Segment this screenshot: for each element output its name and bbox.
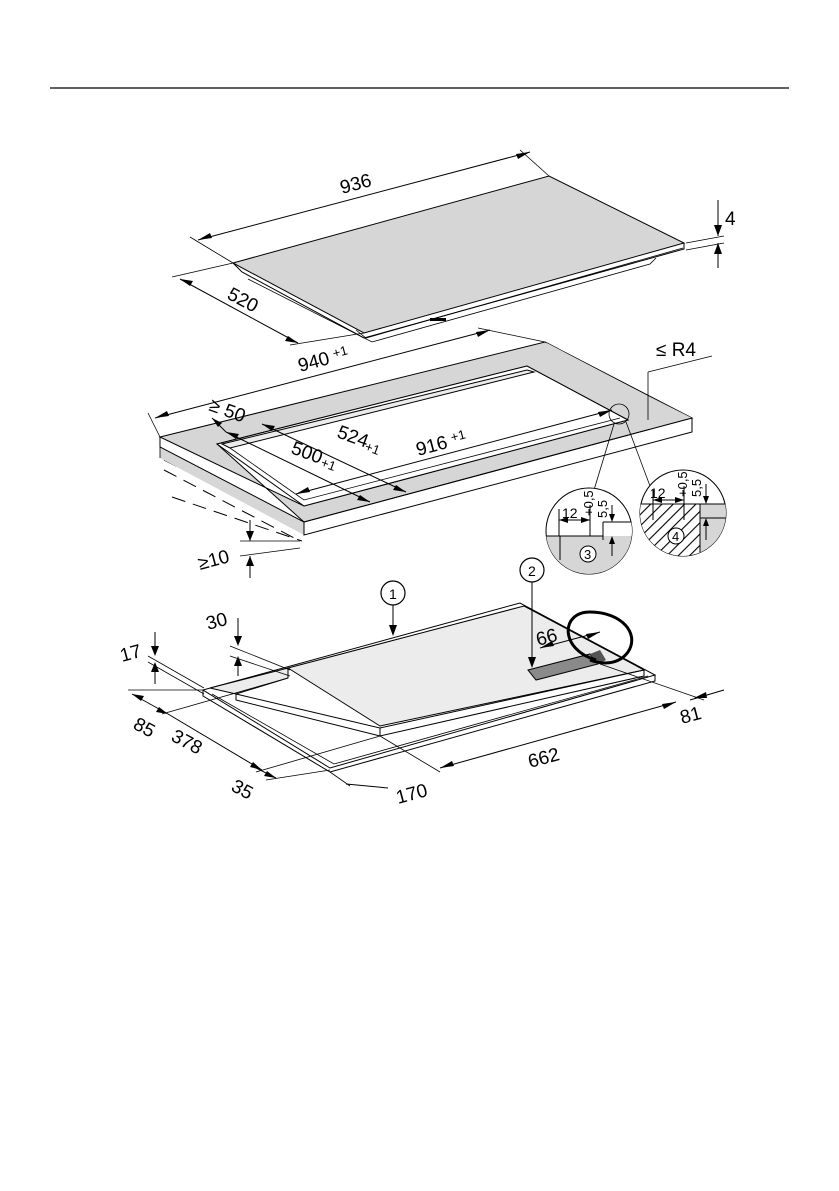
detail4-tol: +0,5 bbox=[675, 471, 690, 497]
label-916-tol: +1 bbox=[449, 427, 467, 445]
detail3-marker: 3 bbox=[584, 547, 591, 562]
svg-text:1: 1 bbox=[389, 586, 397, 602]
svg-text:2: 2 bbox=[528, 563, 536, 579]
detail3-tol: +0,5 bbox=[581, 490, 596, 516]
dim-radius: ≤ R4 bbox=[647, 340, 713, 420]
label-940-tol: +1 bbox=[331, 343, 349, 361]
label-85: 85 bbox=[130, 714, 159, 742]
label-4: 4 bbox=[725, 209, 736, 230]
label-17: 17 bbox=[118, 641, 144, 667]
label-662: 662 bbox=[526, 744, 562, 772]
label-r4: ≤ R4 bbox=[656, 340, 696, 361]
label-30: 30 bbox=[204, 609, 230, 635]
dim-17: 17 bbox=[118, 632, 205, 695]
label-378: 378 bbox=[168, 726, 206, 759]
dim-cutout-outer-width: 940 +1 bbox=[147, 327, 546, 438]
label-524-tol: +1 bbox=[363, 439, 382, 458]
detail-3: 12 +0,5 5,5 3 bbox=[545, 487, 633, 575]
marker-1: 1 bbox=[380, 580, 406, 636]
dim-hob-thickness: 4 bbox=[685, 200, 736, 268]
detail-callout-circle bbox=[608, 403, 630, 425]
detail3-width: 12 bbox=[562, 505, 578, 521]
label-500-tol: +1 bbox=[319, 455, 338, 474]
worktop-frame bbox=[158, 341, 694, 542]
dim-35: 35 bbox=[228, 765, 331, 804]
label-ge10: ≥10 bbox=[196, 546, 232, 574]
label-35: 35 bbox=[228, 776, 257, 804]
dim-30: 30 bbox=[204, 609, 291, 677]
label-520: 520 bbox=[224, 284, 262, 317]
dim-bottom-min: ≥10 bbox=[196, 520, 301, 578]
label-81: 81 bbox=[678, 703, 704, 729]
marker-2: 2 bbox=[519, 557, 545, 668]
hob-panel bbox=[231, 175, 686, 343]
dim-hob-width: 936 bbox=[189, 149, 550, 264]
detail4-height: 5,5 bbox=[689, 479, 704, 497]
label-170: 170 bbox=[394, 780, 430, 808]
detail4-width: 12 bbox=[650, 485, 666, 501]
detail-4: 12 +0,5 5,5 4 bbox=[639, 469, 727, 557]
detail4-marker: 4 bbox=[672, 529, 679, 544]
hob-underside bbox=[201, 602, 657, 773]
detail3-height: 5,5 bbox=[595, 500, 610, 518]
